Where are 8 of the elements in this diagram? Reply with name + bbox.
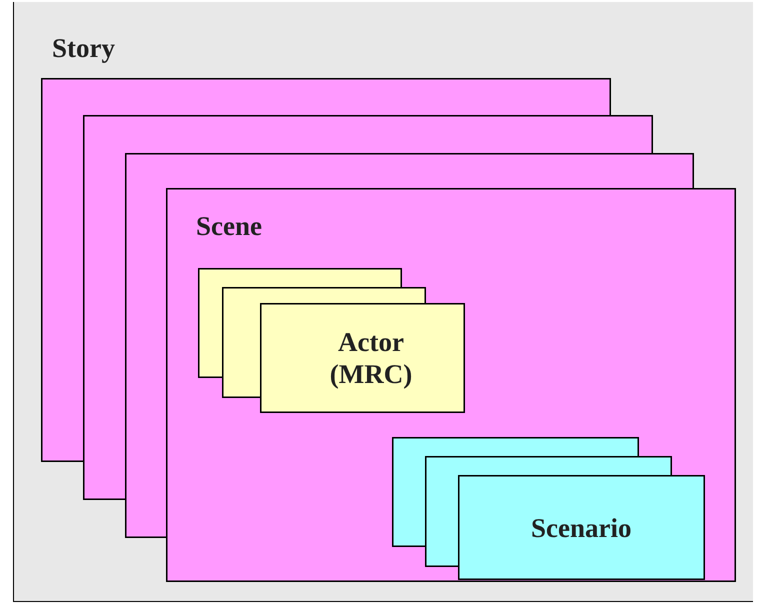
- scenario-card-stack: [392, 437, 705, 580]
- box-title: Scenario: [531, 512, 632, 544]
- box-title: Story: [52, 32, 115, 64]
- actor-card-stack: [198, 268, 465, 413]
- scene-card-stack: [41, 78, 736, 582]
- box-title: Actor (MRC): [328, 326, 414, 390]
- story-frame: [13, 2, 753, 602]
- box-title: Scene: [196, 210, 262, 242]
